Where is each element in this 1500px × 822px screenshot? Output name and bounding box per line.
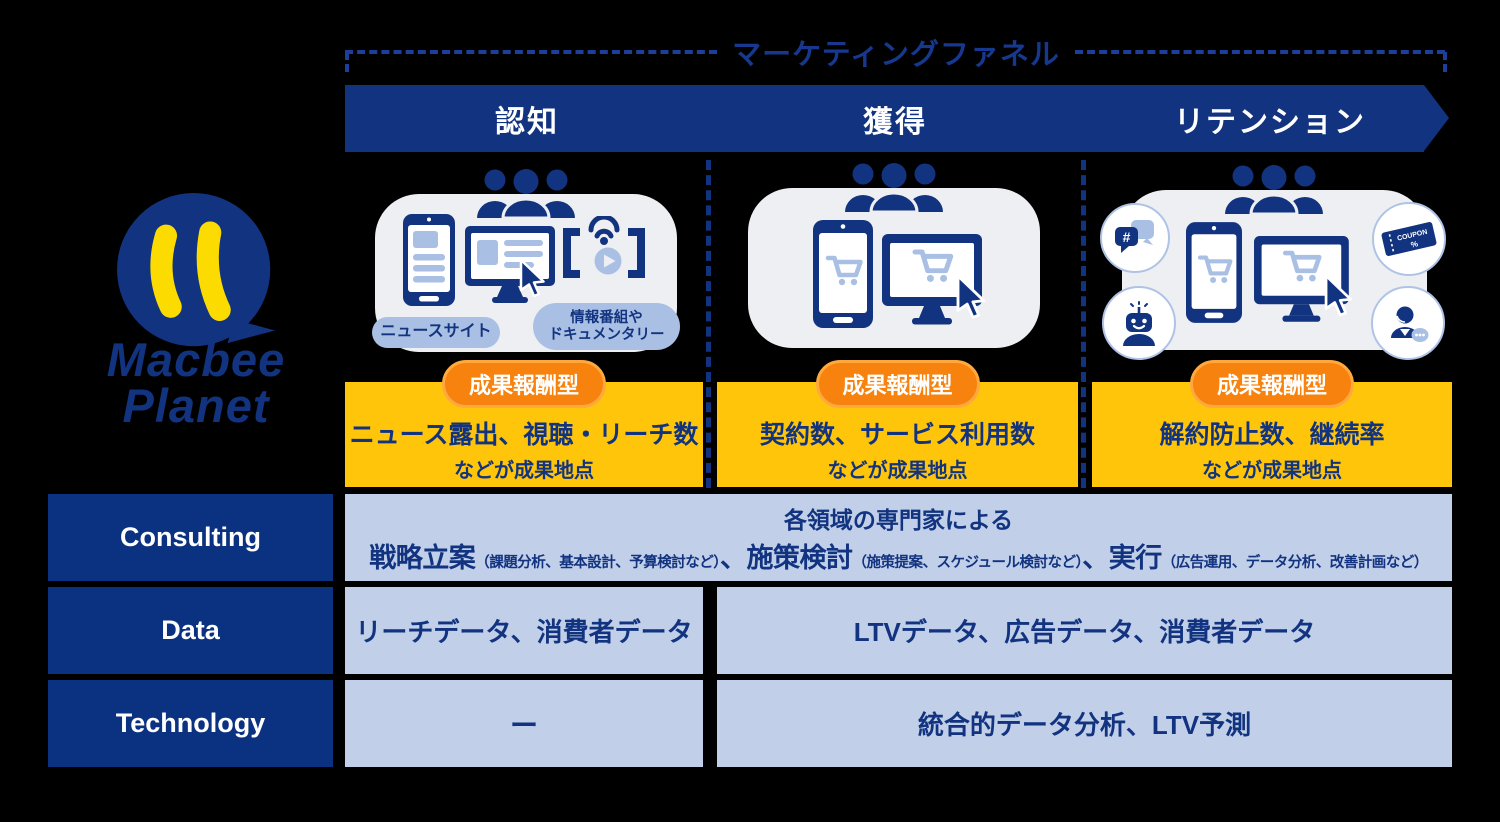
technology-awareness-cell: ー <box>345 680 703 767</box>
chatbot-bubble <box>1102 286 1176 360</box>
cursor-arrow-icon <box>1324 274 1352 317</box>
streaming-tv-icon <box>563 216 645 278</box>
funnel-banner: 認知 獲得 リテンション <box>345 85 1424 152</box>
shopping-smartphone-icon <box>1186 222 1242 323</box>
sns-hashtag-icon: # <box>1115 220 1154 253</box>
tag-tv-documentary: 情報番組や ドキュメンタリー <box>533 303 680 350</box>
acquisition-result-main: 契約数、サービス利用数 <box>759 421 1035 449</box>
retention-result-main: 解約防止数、継続率 <box>1159 421 1385 449</box>
shopping-monitor-cursor-icon <box>882 234 986 325</box>
acquisition-result-sub: などが成果地点 <box>827 460 968 482</box>
column-divider <box>706 160 711 488</box>
awareness-result-main: ニュース露出、視聴・リーチ数 <box>349 421 699 449</box>
news-smartphone-icon <box>403 214 455 306</box>
svg-text:%: % <box>1410 239 1419 249</box>
cart-icon <box>825 255 863 286</box>
performance-badge: 成果報酬型 <box>441 360 607 408</box>
macbee-planet-logo-mark <box>117 193 275 347</box>
acquisition-result-bar: 成果報酬型 契約数、サービス利用数 などが成果地点 <box>717 360 1078 487</box>
consulting-seg3-detail: （広告運用、データ分析、改善計画など） <box>1161 554 1429 571</box>
cursor-arrow-icon <box>956 274 986 319</box>
tag-tv-line2: ドキュメンタリー <box>548 326 665 343</box>
consulting-seg2-name: 施策検討 <box>746 542 854 573</box>
cursor-arrow-icon <box>519 258 545 298</box>
shopping-smartphone-icon <box>813 220 873 328</box>
shopping-monitor-cursor-icon <box>1254 236 1352 322</box>
stage-label-awareness: 認知 <box>495 105 559 139</box>
funnel-title: マーケティングファネル <box>732 39 1060 71</box>
consulting-cell: 各領域の専門家による 戦略立案（課題分析、基本設計、予算検討など）、施策検討（施… <box>345 494 1452 581</box>
row-header-technology: Technology <box>48 680 333 767</box>
coupon-icon: COUPON % <box>1381 222 1437 256</box>
bracket-right-tick <box>1443 52 1447 72</box>
consulting-seg1-detail: （課題分析、基本設計、予算検討など） <box>475 554 720 571</box>
svg-text:#: # <box>1123 229 1131 245</box>
bracket-left-line <box>345 50 717 54</box>
technology-acquisition-retention-cell: 統合的データ分析、LTV予測 <box>717 680 1452 767</box>
row-header-data: Data <box>48 587 333 674</box>
row-header-consulting: Consulting <box>48 494 333 581</box>
sns-hashtag-bubble: # <box>1100 203 1170 273</box>
consulting-seg1-name: 戦略立案 <box>369 542 476 573</box>
audience-icon <box>845 163 943 212</box>
audience-icon <box>1225 165 1323 214</box>
tag-news-site: ニュースサイト <box>372 317 500 348</box>
consulting-seg2-detail: （施策提案、スケジュール検討など） <box>852 554 1083 571</box>
column-divider <box>1081 160 1086 488</box>
tag-tv-line1: 情報番組や <box>570 309 643 326</box>
consulting-detail-line: 戦略立案（課題分析、基本設計、予算検討など）、施策検討（施策提案、スケジュール検… <box>369 536 1429 575</box>
data-acquisition-retention-cell: LTVデータ、広告データ、消費者データ <box>717 587 1452 674</box>
awareness-result-bar: 成果報酬型 ニュース露出、視聴・リーチ数 などが成果地点 <box>345 360 703 487</box>
cart-icon <box>912 249 954 282</box>
audience-icon <box>477 169 575 218</box>
retention-result-sub: などが成果地点 <box>1202 460 1342 482</box>
consulting-intro: 各領域の専門家による <box>783 506 1014 533</box>
performance-badge: 成果報酬型 <box>815 360 980 408</box>
cart-icon <box>1197 255 1233 283</box>
consulting-seg3-name: 実行 <box>1108 542 1163 573</box>
retention-result-bar: 成果報酬型 解約防止数、継続率 などが成果地点 <box>1092 360 1452 487</box>
consulting-sep: 、 <box>720 542 747 573</box>
coupon-bubble: COUPON % <box>1372 202 1446 276</box>
performance-badge: 成果報酬型 <box>1189 360 1355 408</box>
chatbot-icon <box>1123 301 1155 346</box>
awareness-result-sub: などが成果地点 <box>454 460 594 482</box>
support-agent-icon <box>1391 306 1429 342</box>
bracket-left-tick <box>345 52 349 72</box>
cart-icon <box>1282 250 1322 282</box>
support-agent-bubble <box>1371 286 1445 360</box>
logo-word-macbee: Macbee <box>106 333 286 386</box>
stage-label-acquisition: 獲得 <box>863 105 927 139</box>
wifi-icon <box>588 216 620 233</box>
funnel-banner-arrow <box>1424 85 1449 151</box>
speech-bubble-tail <box>227 319 275 344</box>
stage-label-retention: リテンション <box>1174 105 1366 139</box>
news-monitor-cursor-icon <box>465 226 555 303</box>
logo-word-planet: Planet <box>122 379 270 432</box>
consulting-sep: 、 <box>1082 542 1109 573</box>
data-awareness-cell: リーチデータ、消費者データ <box>345 587 703 674</box>
bracket-right-line <box>1075 50 1445 54</box>
